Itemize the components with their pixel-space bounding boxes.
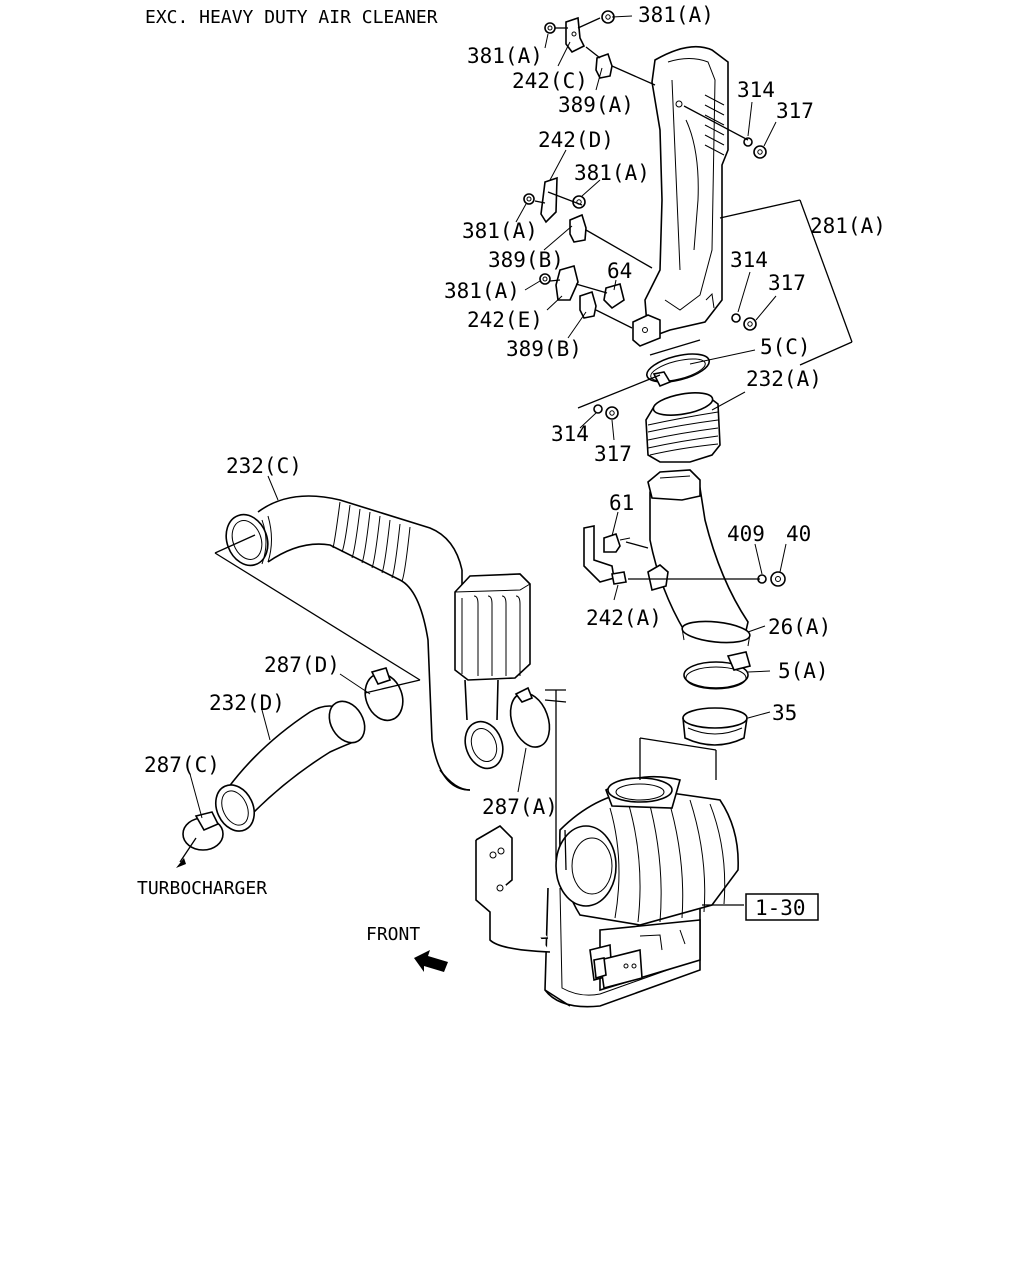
label-232a: 232(A): [746, 367, 822, 391]
label-turbocharger: TURBOCHARGER: [137, 878, 267, 899]
adapter-ring-35: [682, 707, 748, 746]
turbocharger-arrow: [176, 837, 197, 868]
label-242a: 242(A): [586, 606, 662, 630]
label-381a-top: 381(A): [638, 3, 714, 27]
label-389b-2: 389(B): [506, 337, 582, 361]
clamp-5a: [683, 651, 751, 690]
label-5c: 5(C): [760, 335, 811, 359]
elbow-duct-26a: [647, 469, 751, 647]
label-314-low: 314: [551, 422, 589, 446]
reference-box: 1-30: [745, 893, 819, 921]
label-281a: 281(A): [810, 214, 886, 238]
label-40: 40: [786, 522, 811, 546]
label-381a-mid1: 381(A): [574, 161, 650, 185]
leader-lines: [214, 17, 853, 906]
label-232d: 232(D): [209, 691, 285, 715]
air-cleaner-assembly: [544, 775, 739, 1008]
label-287a: 287(A): [482, 795, 558, 819]
label-26a: 26(A): [768, 615, 831, 639]
hose-232c: [225, 495, 471, 791]
washer-nut-409-40: [757, 571, 786, 587]
label-317-top: 317: [776, 99, 814, 123]
label-242d: 242(D): [538, 128, 614, 152]
label-409: 409: [727, 522, 765, 546]
label-389a: 389(A): [558, 93, 634, 117]
label-314-top: 314: [737, 78, 775, 102]
label-242c: 242(C): [512, 69, 588, 93]
label-287c: 287(C): [144, 753, 220, 777]
fastener-group-middle: [523, 176, 757, 331]
mounting-bracket: [475, 824, 637, 980]
fastener-group-top: [544, 10, 767, 159]
label-317-low: 317: [594, 442, 632, 466]
label-232c: 232(C): [226, 454, 302, 478]
label-242e: 242(E): [467, 308, 543, 332]
label-35: 35: [772, 701, 797, 725]
clamp-5c: [646, 353, 710, 388]
clamp-287d: [364, 667, 404, 722]
label-389b-1: 389(B): [488, 248, 564, 272]
diagram-title: EXC. HEAVY DUTY AIR CLEANER: [145, 7, 438, 28]
label-61: 61: [609, 491, 634, 515]
label-317-mid: 317: [768, 271, 806, 295]
label-64: 64: [607, 259, 632, 283]
clamp-287c: [182, 811, 224, 851]
clamp-287a: [509, 686, 551, 748]
label-381a-mid3: 381(A): [444, 279, 520, 303]
bellows-hose-232a: [593, 392, 721, 463]
bracket-242a: [583, 525, 631, 585]
label-front: FRONT: [366, 924, 420, 945]
label-314-mid: 314: [730, 248, 768, 272]
label-381a-mid2: 381(A): [462, 219, 538, 243]
air-intake-duct: [632, 45, 729, 347]
resonator-outlet: [439, 679, 504, 791]
label-ref-1-30: 1-30: [755, 896, 806, 920]
label-pointers: [189, 15, 787, 819]
resonator-box: [454, 573, 531, 681]
hose-232d: [214, 700, 366, 832]
label-381a-left1: 381(A): [467, 44, 543, 68]
label-5a: 5(A): [778, 659, 829, 683]
label-287d: 287(D): [264, 653, 340, 677]
front-arrow-icon: [414, 950, 448, 972]
